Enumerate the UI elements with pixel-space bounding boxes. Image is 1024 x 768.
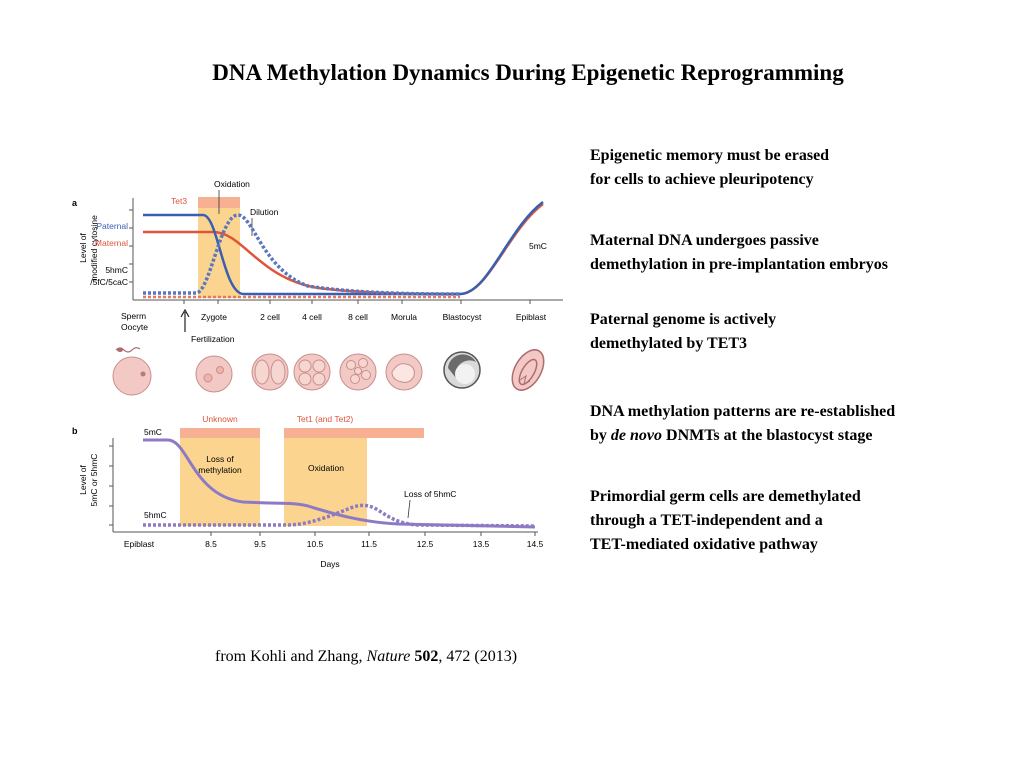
- panel-a-stage-morula: Morula: [391, 312, 417, 322]
- panel-a-oxidation-label: Oxidation: [214, 179, 250, 189]
- citation: from Kohli and Zhang, Nature 502, 472 (2…: [215, 648, 517, 666]
- panel-a-x-ticks: [183, 300, 531, 304]
- citation-journal: Nature: [366, 648, 411, 665]
- note-4-de-novo: de novo: [610, 427, 663, 444]
- panel-b-xtick-9-5: 9.5: [254, 539, 266, 549]
- panel-b-x-ticks: [210, 532, 536, 536]
- figure-svg: a Level of modified cytosine Tet3 Oxidat…: [72, 179, 563, 569]
- note-4-line-1: DNA methylation patterns are re-establis…: [590, 403, 896, 420]
- panel-b-tet-label: Tet1 (and Tet2): [297, 414, 354, 424]
- panel-b-unknown-window: [180, 438, 260, 526]
- note-3-line-1: Paternal genome is actively: [590, 311, 777, 328]
- panel-b-loss-5hmc-label: Loss of 5hmC: [404, 489, 456, 499]
- panel-b-xlabel: Days: [320, 559, 339, 569]
- panel-a-paternal-curve: [143, 200, 544, 296]
- panel-a-y-ticks: [129, 209, 133, 283]
- citation-pre: from Kohli and Zhang,: [215, 648, 367, 665]
- panel-a-ylabel-1: Level of: [78, 232, 88, 262]
- note-2-line-2: demethylation in pre-implantation embryo…: [590, 256, 888, 273]
- note-epigenetic-memory: Epigenetic memory must be erased for cel…: [590, 144, 990, 192]
- note-dna-methylation-patterns: DNA methylation patterns are re-establis…: [590, 400, 990, 448]
- panel-b-xtick-8-5: 8.5: [205, 539, 217, 549]
- note-1-line-2: for cells to achieve pleuripotency: [590, 171, 814, 188]
- panel-a-end-label: 5mC: [529, 241, 547, 251]
- panel-b-oxidation-window: [284, 438, 367, 526]
- panel-a-fertilization-label: Fertilization: [191, 334, 235, 344]
- panel-b-ylabel-1: Level of: [78, 464, 88, 494]
- note-5-line-2: through a TET-independent and a: [590, 512, 823, 529]
- panel-b-loss-meth-1: Loss of: [206, 454, 234, 464]
- note-1-line-1: Epigenetic memory must be erased: [590, 147, 830, 164]
- citation-volume: 502: [414, 648, 439, 665]
- panel-b-ylabel-2: 5mC or 5hmC: [89, 454, 99, 507]
- note-3-line-2: demethylated by TET3: [590, 335, 748, 352]
- panel-b-unknown-header: [180, 428, 260, 438]
- note-4-line-2-post: DNMTs at the blastocyst stage: [662, 427, 873, 444]
- panel-b-loss-meth-2: methylation: [198, 465, 242, 475]
- zygote-icon: [195, 355, 233, 393]
- oocyte-icon: [112, 356, 152, 396]
- note-2-line-1: Maternal DNA undergoes passive: [590, 232, 819, 249]
- slide-title: DNA Methylation Dynamics During Epigenet…: [212, 60, 844, 85]
- panel-a-stage-4cell: 4 cell: [302, 312, 322, 322]
- panel-a-label: a: [72, 198, 78, 208]
- reprogramming-figure: a Level of modified cytosine Tet3 Oxidat…: [68, 170, 568, 590]
- panel-b-series-5hmc: 5hmC: [144, 510, 167, 520]
- panel-b-xtick-13-5: 13.5: [473, 539, 490, 549]
- panel-a-stage-zygote: Zygote: [201, 312, 227, 322]
- panel-b-xtick-epiblast: Epiblast: [124, 539, 155, 549]
- note-5-line-3: TET-mediated oxidative pathway: [590, 536, 818, 553]
- panel-b-y-ticks: [109, 445, 113, 526]
- panel-a-ylabel-2: modified cytosine: [89, 215, 99, 281]
- note-4-line-2-pre: by: [590, 427, 611, 444]
- panel-a-stage-blastocyst: Blastocyst: [443, 312, 482, 322]
- note-maternal-dna: Maternal DNA undergoes passive demethyla…: [590, 229, 990, 277]
- epiblast-icon: [511, 349, 545, 391]
- panel-b-unknown-label: Unknown: [202, 414, 238, 424]
- note-paternal-genome: Paternal genome is actively demethylated…: [590, 308, 990, 356]
- note-primordial-germ-cells: Primordial germ cells are demethylated t…: [590, 485, 990, 557]
- note-5-line-1: Primordial germ cells are demethylated: [590, 488, 861, 505]
- panel-b-xtick-14-5: 14.5: [527, 539, 544, 549]
- panel-b-xtick-10-5: 10.5: [307, 539, 324, 549]
- eight-cell-icon: [339, 353, 377, 391]
- morula-icon: [385, 353, 423, 391]
- panel-a-dilution-label: Dilution: [250, 207, 279, 217]
- panel-b-5mc-curve: [143, 438, 536, 529]
- panel-b-tet-header: [284, 428, 424, 438]
- two-cell-icon: [251, 353, 289, 391]
- panel-b-label: b: [72, 426, 78, 436]
- panel-b-xtick-12-5: 12.5: [417, 539, 434, 549]
- panel-a-sperm-label: Sperm: [121, 311, 146, 321]
- panel-a-legend-5hmc-1: 5hmC: [105, 265, 128, 275]
- panel-a-legend-5hmc-2: /5fC/5caC: [90, 277, 128, 287]
- panel-a-legend-maternal: Maternal: [95, 238, 128, 248]
- panel-a-stage-epiblast: Epiblast: [516, 312, 547, 322]
- panel-b-oxidation-label: Oxidation: [308, 463, 344, 473]
- blastocyst-icon: [443, 351, 481, 389]
- panel-b-series-5mc: 5mC: [144, 427, 162, 437]
- citation-post: , 472 (2013): [438, 648, 518, 665]
- panel-b-5hmc-dots: [143, 503, 536, 528]
- panel-b-xtick-11-5: 11.5: [361, 539, 377, 549]
- panel-a-oocyte-label: Oocyte: [121, 322, 148, 332]
- panel-a-tet3-label: Tet3: [171, 196, 187, 206]
- panel-a-stage-2cell: 2 cell: [260, 312, 280, 322]
- fertilization-arrow-icon: [180, 308, 190, 332]
- panel-a-5hmc-paternal-dots: [143, 213, 461, 296]
- panel-a-stage-8cell: 8 cell: [348, 312, 368, 322]
- embryo-illustrations: [112, 347, 545, 396]
- panel-a-legend-paternal: Paternal: [96, 221, 128, 231]
- panel-b-loss-5hmc-pointer: [407, 499, 411, 519]
- four-cell-icon: [293, 353, 331, 391]
